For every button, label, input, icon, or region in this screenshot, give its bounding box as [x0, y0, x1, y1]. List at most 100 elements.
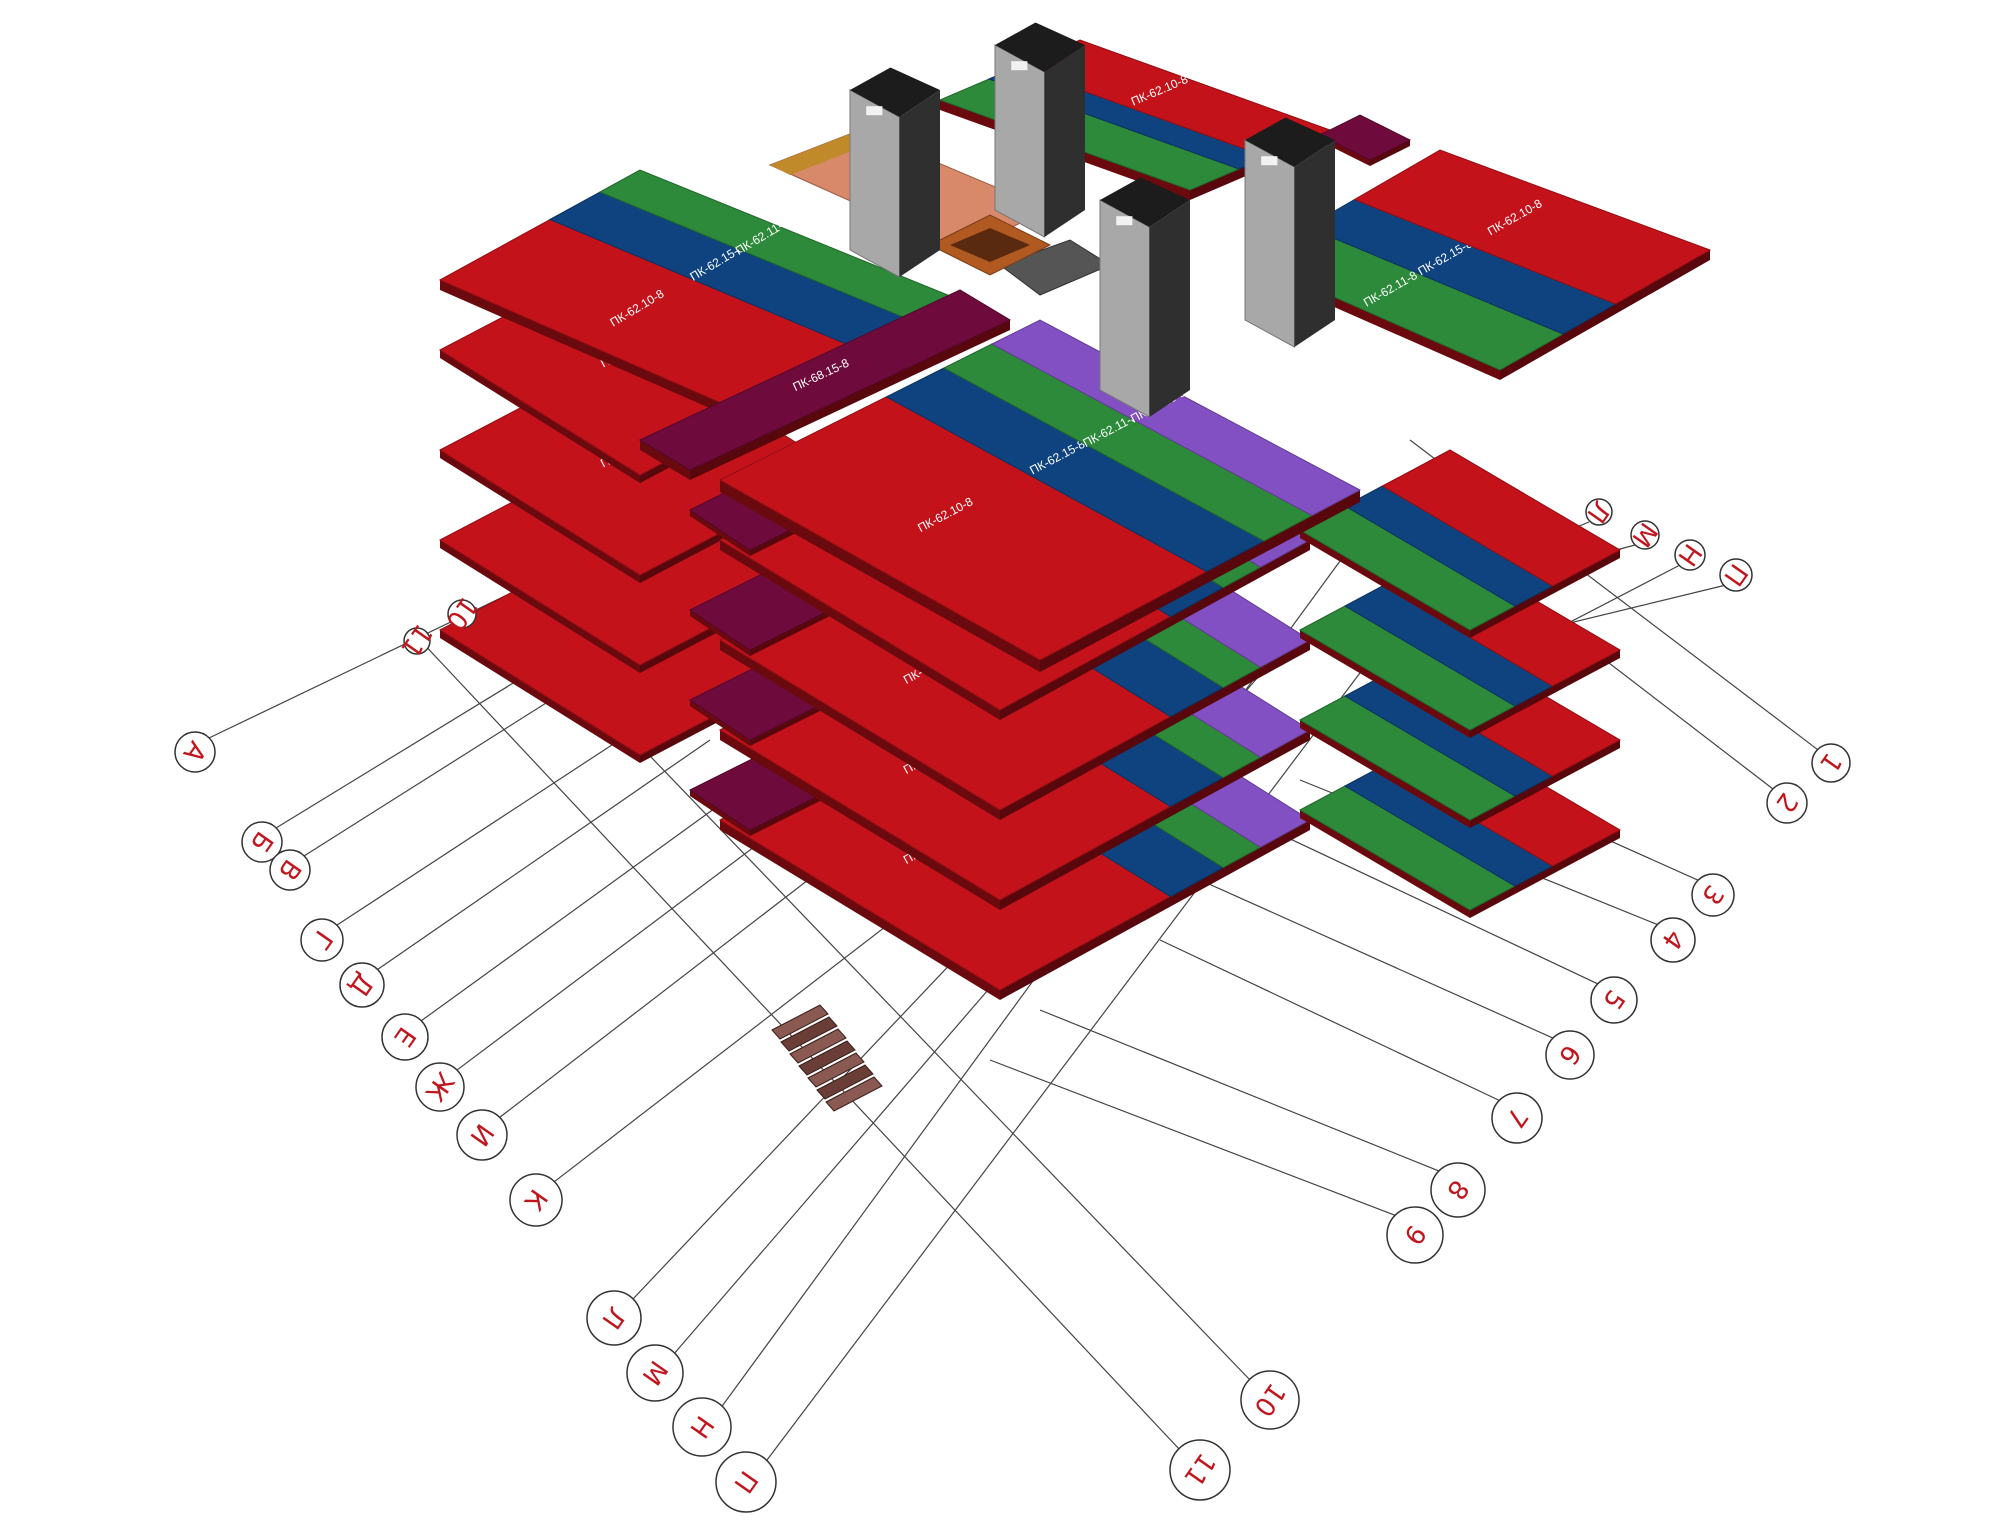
slab-edge	[690, 320, 1010, 480]
axis-circle	[1590, 976, 1638, 1024]
leader-line	[1249, 819, 1599, 985]
stair-flight	[771, 1004, 883, 1112]
axis-marker-left-3: В	[269, 849, 311, 891]
axis-label: 11	[394, 618, 438, 662]
axis-marker-bottom-3: Н	[672, 1397, 732, 1457]
leader-line	[1159, 939, 1500, 1102]
slab-edge	[720, 640, 1000, 820]
shaft-side	[899, 90, 940, 277]
axis-circle	[300, 918, 344, 962]
slab-edge	[640, 440, 690, 480]
axis-circle	[381, 1013, 429, 1061]
axis-marker-right-11: 11	[1169, 1439, 1231, 1501]
axis-circle	[1430, 1162, 1486, 1218]
axis-circle	[1585, 498, 1613, 526]
shaft-3	[1244, 117, 1335, 348]
purple-panel	[990, 319, 1362, 517]
axis-circle	[456, 1109, 508, 1161]
shaft-side	[1149, 200, 1190, 417]
leader-line	[499, 839, 861, 1118]
slab-edge	[690, 700, 750, 746]
shaft-front	[994, 44, 1045, 238]
axis-marker-bottom-2: М	[626, 1344, 684, 1402]
stair-step	[771, 1004, 829, 1040]
axis-circle	[447, 599, 477, 629]
slab-edge	[750, 790, 830, 836]
shaft-vent	[1116, 216, 1133, 226]
slab-edge	[1300, 720, 1470, 828]
slab-edge	[1000, 730, 1310, 910]
axis-marker-right-6: 6	[1545, 1030, 1595, 1080]
slab-edge	[690, 610, 750, 656]
shaft-vent	[1011, 61, 1028, 71]
axis-circle	[509, 1173, 563, 1227]
slab-edge	[440, 280, 760, 430]
slab-edge	[690, 510, 750, 556]
axis-marker-right-8: 8	[1430, 1162, 1486, 1218]
axis-marker-left-2: Б	[241, 821, 283, 863]
axis-marker-right-10: 10	[1240, 1370, 1300, 1430]
leader-line	[456, 819, 791, 1071]
axis-marker-bottom-4: П	[715, 1451, 777, 1513]
shaft-cap	[995, 22, 1085, 72]
axis-marker-left-7: Ж	[415, 1062, 465, 1112]
shaft-vent	[1261, 156, 1278, 166]
axis-marker-top-2: М	[1625, 517, 1662, 553]
slab-edge	[720, 820, 1000, 1000]
axis-circle	[1545, 1030, 1595, 1080]
leader-line	[377, 739, 711, 971]
axis-circle	[1674, 539, 1706, 571]
axis-marker-left-6: Е	[381, 1013, 429, 1061]
shaft-front	[1099, 199, 1150, 418]
axis-marker-right-4: 4	[1650, 917, 1696, 963]
slab-edge	[1300, 810, 1470, 918]
maroon-panel	[638, 289, 1012, 471]
maroon-panel	[1318, 114, 1412, 161]
shaft-side	[1044, 45, 1085, 237]
axis-marker-right-5: 5	[1590, 976, 1638, 1024]
slab-edge	[1470, 740, 1620, 828]
axis-marker-top-3: Н	[1671, 538, 1707, 571]
slab-edge	[440, 350, 640, 483]
axis-marker-left-5: Д	[339, 962, 385, 1008]
slab-edge	[1000, 820, 1310, 1000]
axis-circle	[1766, 782, 1808, 824]
axis-marker-right-3: 3	[1691, 873, 1735, 917]
slab-edge	[720, 730, 1000, 910]
slab-edge	[440, 540, 640, 673]
axis-marker-left-4: Г	[300, 918, 344, 962]
axis-marker-top-11: 11	[394, 618, 438, 662]
axis-circle	[1691, 873, 1735, 917]
axis-circle	[1719, 558, 1753, 592]
axis-marker-left-9: К	[509, 1173, 563, 1227]
axis-circle	[626, 1344, 684, 1402]
slab-edge	[720, 480, 1040, 672]
shaft-front	[1244, 139, 1295, 348]
stair-step	[807, 1052, 865, 1088]
leader-line	[1039, 1009, 1440, 1172]
ventilation-shafts	[849, 22, 1335, 418]
axis-circle	[1811, 743, 1851, 783]
slab-edge	[1470, 830, 1620, 918]
axis-marker-right-1: 1	[1811, 743, 1851, 783]
floor-4-slab-right	[1298, 449, 1622, 638]
leader-line	[553, 899, 921, 1183]
slab-edge	[1000, 640, 1310, 820]
stair-step	[816, 1064, 874, 1100]
leader-line	[989, 1059, 1396, 1216]
stair-step	[789, 1028, 847, 1064]
axis-marker-bottom-1: Л	[586, 1290, 642, 1346]
slab-edge	[1470, 650, 1620, 738]
shaft-4	[1099, 177, 1190, 418]
shaft-cap	[1100, 177, 1190, 227]
axis-circle	[1386, 1206, 1444, 1264]
leader-line	[1199, 879, 1554, 1039]
axis-circle	[415, 1062, 465, 1112]
floor-slabs: ПК-62.10-8ПК-62.10-8ПК-62.10-8ПК-62.10-8…	[438, 39, 1712, 1000]
axis-circle	[672, 1397, 732, 1457]
axis-marker-left-1: А	[174, 731, 216, 773]
stair-step	[798, 1040, 856, 1076]
slab-edge	[750, 700, 830, 746]
